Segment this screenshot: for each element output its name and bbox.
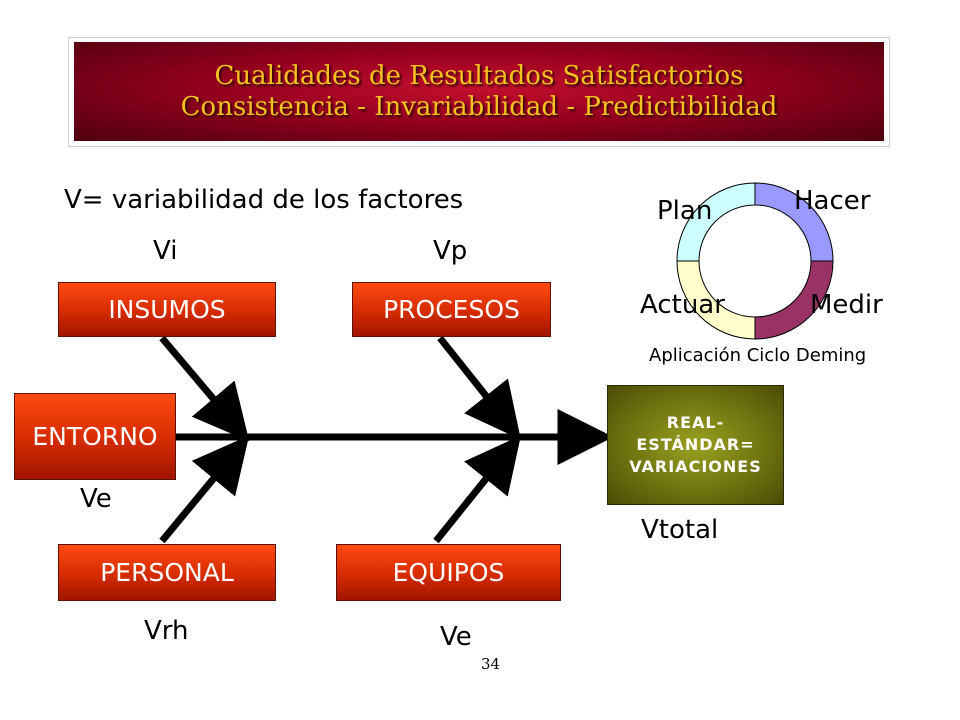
variability-definition: V= variabilidad de los factores [64, 185, 464, 215]
procesos-variability-label: Vp [433, 236, 468, 266]
banner-title-line1: Cualidades de Resultados Satisfactorios [214, 60, 744, 91]
deming-segment-plan [676, 182, 756, 262]
deming-label-hacer: Hacer [794, 186, 871, 216]
personal-box: PERSONAL [58, 544, 276, 601]
entorno-box: ENTORNO [14, 393, 176, 480]
equipos-branch-arrow [433, 435, 521, 544]
insumos-box: INSUMOS [58, 282, 276, 337]
page-number: 34 [481, 655, 501, 673]
personal-branch-arrow [159, 435, 250, 544]
result-line2: ESTÁNDAR= [636, 435, 755, 454]
banner-title-line2: Consistencia - Invariabilidad - Predicti… [180, 91, 778, 122]
equipos-variability-label: Ve [440, 622, 472, 652]
insumos-branch-arrow [159, 335, 250, 442]
procesos-box: PROCESOS [352, 282, 551, 337]
result-line3: VARIACIONES [629, 457, 762, 476]
result-box: REAL- ESTÁNDAR= VARIACIONES [607, 385, 784, 505]
insumos-variability-label: Vi [153, 236, 178, 266]
deming-label-medir: Medir [810, 290, 883, 320]
deming-caption: Aplicación Ciclo Deming [649, 345, 867, 366]
title-banner: Cualidades de Resultados Satisfactorios … [74, 42, 884, 141]
procesos-branch-arrow [437, 335, 521, 440]
total-variability-label: Vtotal [641, 515, 719, 545]
deming-label-actuar: Actuar [640, 290, 725, 320]
entorno-variability-label: Ve [80, 484, 112, 514]
deming-label-plan: Plan [657, 196, 713, 226]
equipos-box: EQUIPOS [336, 544, 561, 601]
personal-variability-label: Vrh [144, 616, 189, 646]
result-line1: REAL- [666, 413, 725, 432]
